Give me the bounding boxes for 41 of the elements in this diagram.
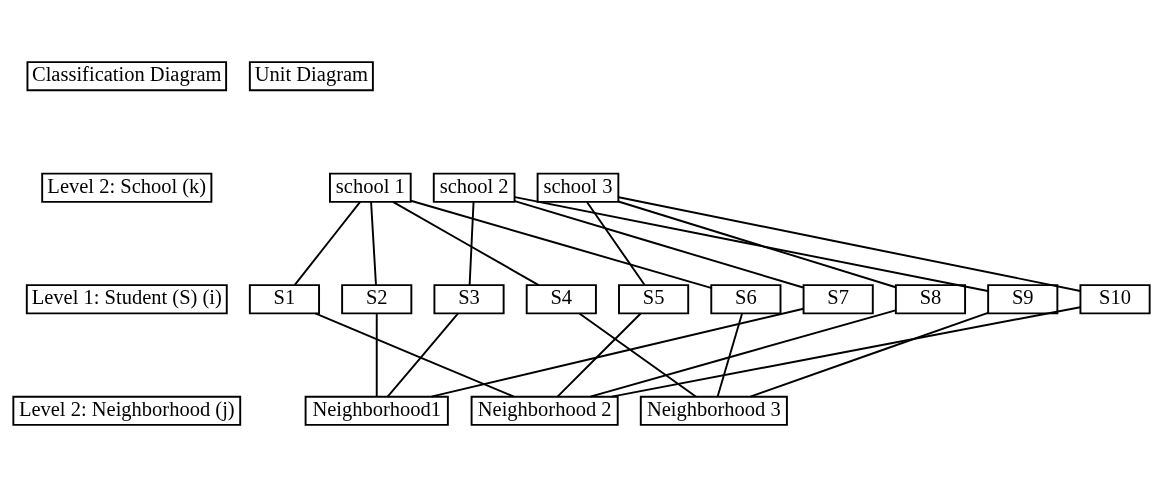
node-box: S5: [618, 284, 690, 315]
connector: [589, 309, 897, 398]
connector: [392, 201, 540, 287]
connector: [578, 312, 697, 398]
connector: [749, 311, 989, 398]
node-box: school 2: [432, 172, 516, 203]
connector: [716, 312, 744, 398]
node-box: Unit Diagram: [248, 61, 374, 92]
node-box: S3: [433, 284, 505, 315]
node-box: Level 2: School (k): [41, 172, 213, 203]
node-box: school 1: [329, 172, 412, 203]
connector: [610, 306, 1082, 398]
node-box: school 3: [536, 172, 620, 203]
node-box: Level 2: Neighborhood (j): [12, 395, 242, 426]
connector: [370, 201, 377, 287]
node-box: S7: [802, 284, 874, 315]
connector: [513, 200, 805, 289]
connector: [314, 312, 515, 398]
node-box: S4: [525, 284, 597, 315]
connector: [586, 201, 646, 287]
connector: [293, 201, 362, 287]
connector: [514, 196, 989, 292]
connector: [409, 199, 712, 289]
connector: [430, 307, 805, 398]
node-box: S6: [710, 284, 782, 315]
node-box: Neighborhood 2: [470, 395, 619, 426]
node-box: Neighborhood1: [304, 395, 449, 426]
connector: [556, 312, 642, 398]
connector: [386, 312, 460, 398]
connector: [468, 201, 475, 287]
connector: [617, 200, 897, 289]
node-box: S9: [987, 284, 1059, 315]
node-box: S1: [248, 284, 320, 315]
node-box: S2: [341, 284, 413, 315]
node-box: Level 1: Student (S) (i): [25, 284, 228, 315]
node-box: Neighborhood 3: [639, 395, 788, 426]
node-box: S10: [1079, 284, 1151, 315]
connector: [617, 196, 1082, 292]
connector: [375, 312, 378, 398]
node-box: S8: [894, 284, 967, 315]
node-box: Classification Diagram: [26, 61, 228, 92]
